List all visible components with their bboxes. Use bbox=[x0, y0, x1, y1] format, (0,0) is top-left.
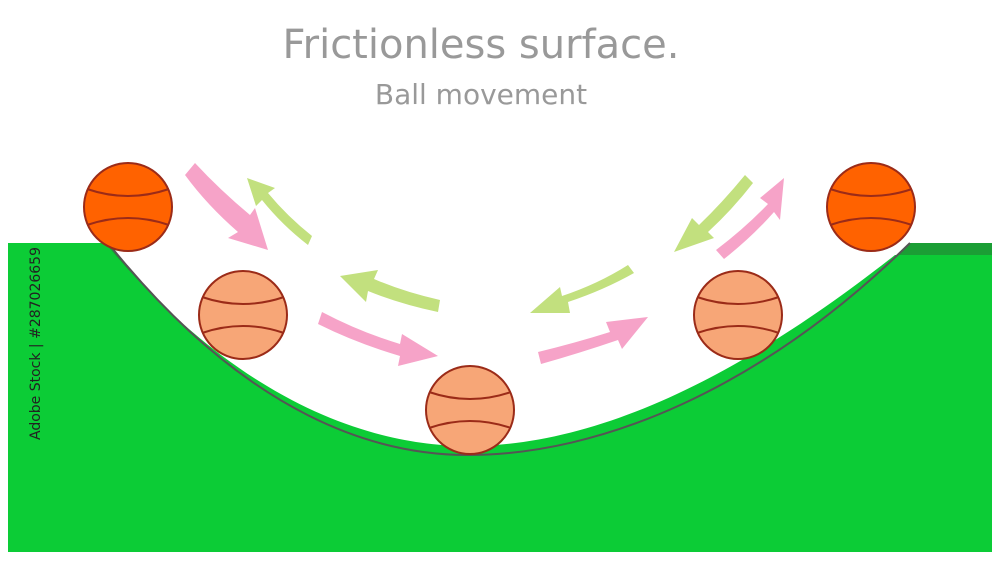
ball-left-mid bbox=[198, 270, 288, 360]
side-stock-id: Adobe Stock | #287026659 bbox=[28, 247, 44, 440]
diagram-subtitle: Ball movement bbox=[374, 78, 588, 111]
arrow-up-right-lower bbox=[530, 265, 634, 313]
arrow-up-left-upper bbox=[247, 178, 312, 245]
diagram-title: Frictionless surface. bbox=[282, 22, 680, 68]
ball-right-mid bbox=[693, 270, 783, 360]
arrow-up-left-lower bbox=[340, 270, 440, 312]
ball-bottom bbox=[425, 365, 515, 455]
ball-right-top bbox=[826, 162, 916, 252]
arrow-down-left-lower bbox=[318, 312, 438, 366]
arrow-down-left-upper bbox=[185, 163, 268, 250]
ground bbox=[8, 242, 992, 552]
curve-outline bbox=[107, 242, 911, 457]
ball-left-top bbox=[83, 162, 173, 252]
arrow-up-right-upper bbox=[674, 175, 753, 252]
arrow-down-right-lower bbox=[538, 317, 648, 364]
arrow-down-right-upper bbox=[716, 178, 784, 259]
ground-surface bbox=[8, 243, 992, 552]
